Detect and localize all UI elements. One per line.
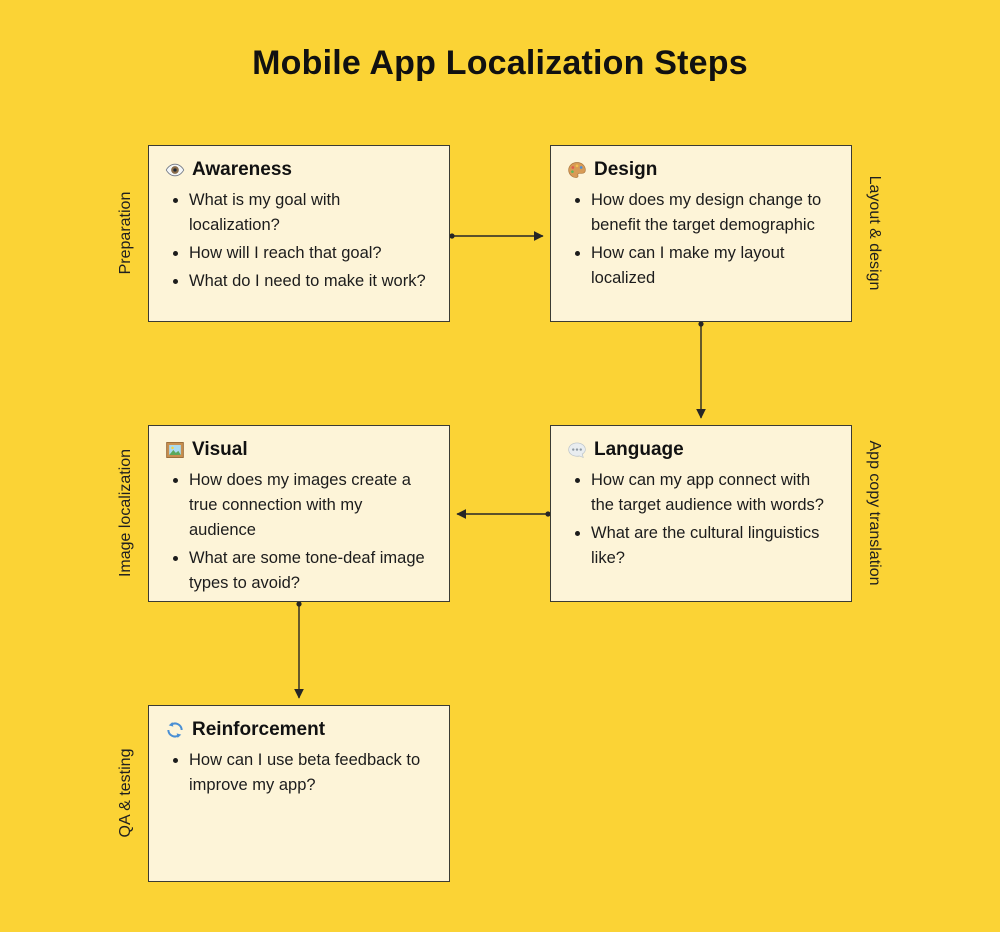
- bullet-item: How can I make my layout localized: [591, 241, 835, 291]
- card-title-text: Design: [594, 159, 658, 180]
- card-title-text: Reinforcement: [192, 719, 326, 740]
- card-awareness-title: Awareness: [165, 159, 433, 182]
- card-awareness-bullets: What is my goal with localization? How w…: [165, 188, 433, 294]
- bullet-item: What are the cultural linguistics like?: [591, 521, 835, 571]
- bullet-item: How will I reach that goal?: [189, 241, 433, 266]
- side-label-preparation: Preparation: [117, 191, 134, 275]
- card-title-text: Awareness: [192, 159, 292, 180]
- card-visual-bullets: How does my images create a true connect…: [165, 468, 433, 596]
- bullet-item: What is my goal with localization?: [189, 188, 433, 238]
- bullet-item: How can my app connect with the target a…: [591, 468, 835, 518]
- card-design-title: Design: [567, 159, 835, 182]
- side-label-image-localization: Image localization: [117, 448, 134, 578]
- side-label-app-copy-translation: App copy translation: [866, 440, 883, 586]
- card-design: Design How does my design change to bene…: [550, 145, 852, 322]
- card-title-text: Language: [594, 439, 684, 460]
- bullet-item: How does my design change to benefit the…: [591, 188, 835, 238]
- card-reinforcement: Reinforcement How can I use beta feedbac…: [148, 705, 450, 882]
- speech-balloon-icon: [567, 440, 587, 460]
- framed-picture-icon: [165, 440, 185, 460]
- card-title-text: Visual: [192, 439, 248, 460]
- card-language-bullets: How can my app connect with the target a…: [567, 468, 835, 571]
- connector-dot: [698, 321, 704, 327]
- counterclockwise-arrows-icon: [165, 720, 185, 740]
- side-label-layout-design: Layout & design: [866, 175, 883, 291]
- card-language: Language How can my app connect with the…: [550, 425, 852, 602]
- bullet-item: What do I need to make it work?: [189, 269, 433, 294]
- card-reinforcement-title: Reinforcement: [165, 719, 433, 742]
- card-visual-title: Visual: [165, 439, 433, 462]
- bullet-item: How can I use beta feedback to improve m…: [189, 748, 433, 798]
- bullet-item: How does my images create a true connect…: [189, 468, 433, 543]
- card-visual: Visual How does my images create a true …: [148, 425, 450, 602]
- card-language-title: Language: [567, 439, 835, 462]
- eye-icon: [165, 160, 185, 180]
- connector-dot: [449, 233, 455, 239]
- side-label-qa-testing: QA & testing: [117, 748, 134, 838]
- card-design-bullets: How does my design change to benefit the…: [567, 188, 835, 291]
- connector-dot: [296, 601, 302, 607]
- palette-icon: [567, 160, 587, 180]
- bullet-item: What are some tone-deaf image types to a…: [189, 546, 433, 596]
- page-title: Mobile App Localization Steps: [252, 44, 748, 82]
- card-reinforcement-bullets: How can I use beta feedback to improve m…: [165, 748, 433, 798]
- card-awareness: Awareness What is my goal with localizat…: [148, 145, 450, 322]
